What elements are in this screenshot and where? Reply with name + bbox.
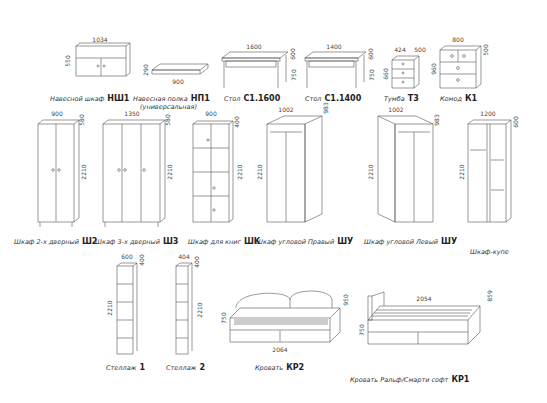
item-caption: Кровать Ральф/Смарти софт	[350, 377, 448, 384]
model-code: С1.1600	[243, 95, 280, 103]
item-caption: Кровать	[255, 365, 283, 372]
dimension-label: 2210	[368, 164, 374, 179]
dimension-label: 580	[165, 114, 171, 125]
item-caption: Стеллаж	[166, 365, 196, 372]
dimension-label: 1002	[388, 107, 403, 113]
item-caption: Шкаф угловой Правый	[256, 239, 334, 246]
dimension-label: 500	[483, 44, 489, 55]
dimension-label: 2210	[237, 164, 243, 179]
item-caption: (универсальная)	[140, 104, 197, 111]
dimension-label: 400	[194, 256, 200, 267]
dimension-label: 600	[513, 116, 519, 127]
dimension-label: 500	[414, 47, 425, 53]
chest-of-drawers	[440, 46, 481, 88]
sliding-wardrobe	[468, 120, 511, 222]
item-caption: Шкаф для книг	[188, 239, 241, 246]
rack	[117, 263, 137, 354]
dimension-label: 1002	[278, 107, 293, 113]
dimension-label: 750	[369, 69, 375, 80]
corner-wardrobe	[378, 116, 433, 222]
dimension-label: 1034	[92, 37, 107, 43]
dimension-label: 2210	[197, 302, 203, 317]
model-code: КР1	[451, 376, 469, 384]
item-caption: Шкаф 2-х дверный	[14, 239, 79, 246]
dimension-label: 750	[359, 324, 365, 335]
wardrobe	[103, 120, 165, 227]
dimension-label: 400	[139, 254, 145, 265]
dimension-label: 900	[51, 111, 62, 117]
nightstand	[392, 56, 419, 88]
model-code: ШУ	[441, 238, 457, 246]
item-caption: Стеллаж	[106, 365, 136, 372]
model-code: 2	[199, 364, 205, 372]
dimension-label: 2210	[107, 300, 113, 315]
model-code: НШ1	[107, 95, 129, 103]
item-caption: Стол	[305, 96, 321, 103]
model-code: Ш3	[163, 238, 178, 246]
rack	[176, 263, 192, 354]
dimension-label: 550	[65, 55, 71, 66]
wall-shelf	[152, 64, 208, 74]
model-code: Т3	[408, 95, 419, 103]
dimension-label: 1400	[326, 44, 341, 50]
dimension-label: 2054	[416, 296, 431, 302]
dimension-label: 600	[290, 48, 296, 59]
item-caption: Тумба	[384, 96, 405, 103]
bed	[368, 292, 480, 344]
dimension-label: 900	[172, 79, 183, 85]
dimension-label: 2210	[81, 164, 87, 179]
dimension-label: 983	[323, 102, 329, 113]
sofa-bed	[230, 291, 340, 342]
dimension-label: 2210	[459, 164, 465, 179]
dimension-label: 950	[343, 294, 349, 305]
dimension-label: 750	[291, 69, 297, 80]
dimension-label: 2210	[257, 164, 263, 179]
dimension-label: 2064	[272, 347, 287, 353]
item-caption: Шкаф 3-х дверный	[95, 239, 160, 246]
dimension-label: 400	[234, 116, 240, 127]
dimension-label: 983	[434, 114, 440, 125]
dimension-label: 580	[79, 114, 85, 125]
dimension-label: 600	[121, 254, 132, 260]
item-caption: Шкаф-купе	[470, 249, 509, 256]
model-code: НП1	[191, 95, 210, 103]
dimension-label: 1600	[246, 44, 261, 50]
model-code: КР2	[286, 364, 304, 372]
desk	[222, 52, 288, 88]
desk	[305, 52, 366, 88]
model-code: 1	[139, 364, 145, 372]
dimension-label: 600	[368, 48, 374, 59]
dimension-label: 290	[143, 64, 149, 75]
dimension-label: 859	[487, 290, 493, 301]
item-caption: Навесная полка	[133, 96, 188, 103]
bookcase	[193, 121, 233, 222]
model-code: ШУ	[337, 238, 353, 246]
dimension-label: 800	[452, 37, 463, 43]
item-caption: Стол	[224, 96, 240, 103]
dimension-label: 404	[178, 254, 189, 260]
item-caption: Навесной шкаф	[50, 96, 104, 103]
dimension-label: 424	[394, 47, 405, 53]
corner-wardrobe	[267, 116, 322, 222]
dimension-label: 900	[205, 111, 216, 117]
dimension-label: 2210	[167, 164, 173, 179]
dimension-label: 960	[431, 63, 437, 74]
wall-cabinet	[76, 43, 130, 76]
dimension-label: 750	[221, 312, 227, 323]
model-code: К1	[465, 95, 477, 103]
item-caption: Шкаф угловой Левый	[364, 239, 438, 246]
item-caption: Комод	[440, 96, 462, 103]
wardrobe	[38, 120, 79, 227]
dimension-label: 1350	[124, 111, 139, 117]
dimension-label: 1200	[480, 111, 495, 117]
dimension-label: 660	[383, 68, 389, 79]
model-code: С1.1400	[324, 95, 361, 103]
